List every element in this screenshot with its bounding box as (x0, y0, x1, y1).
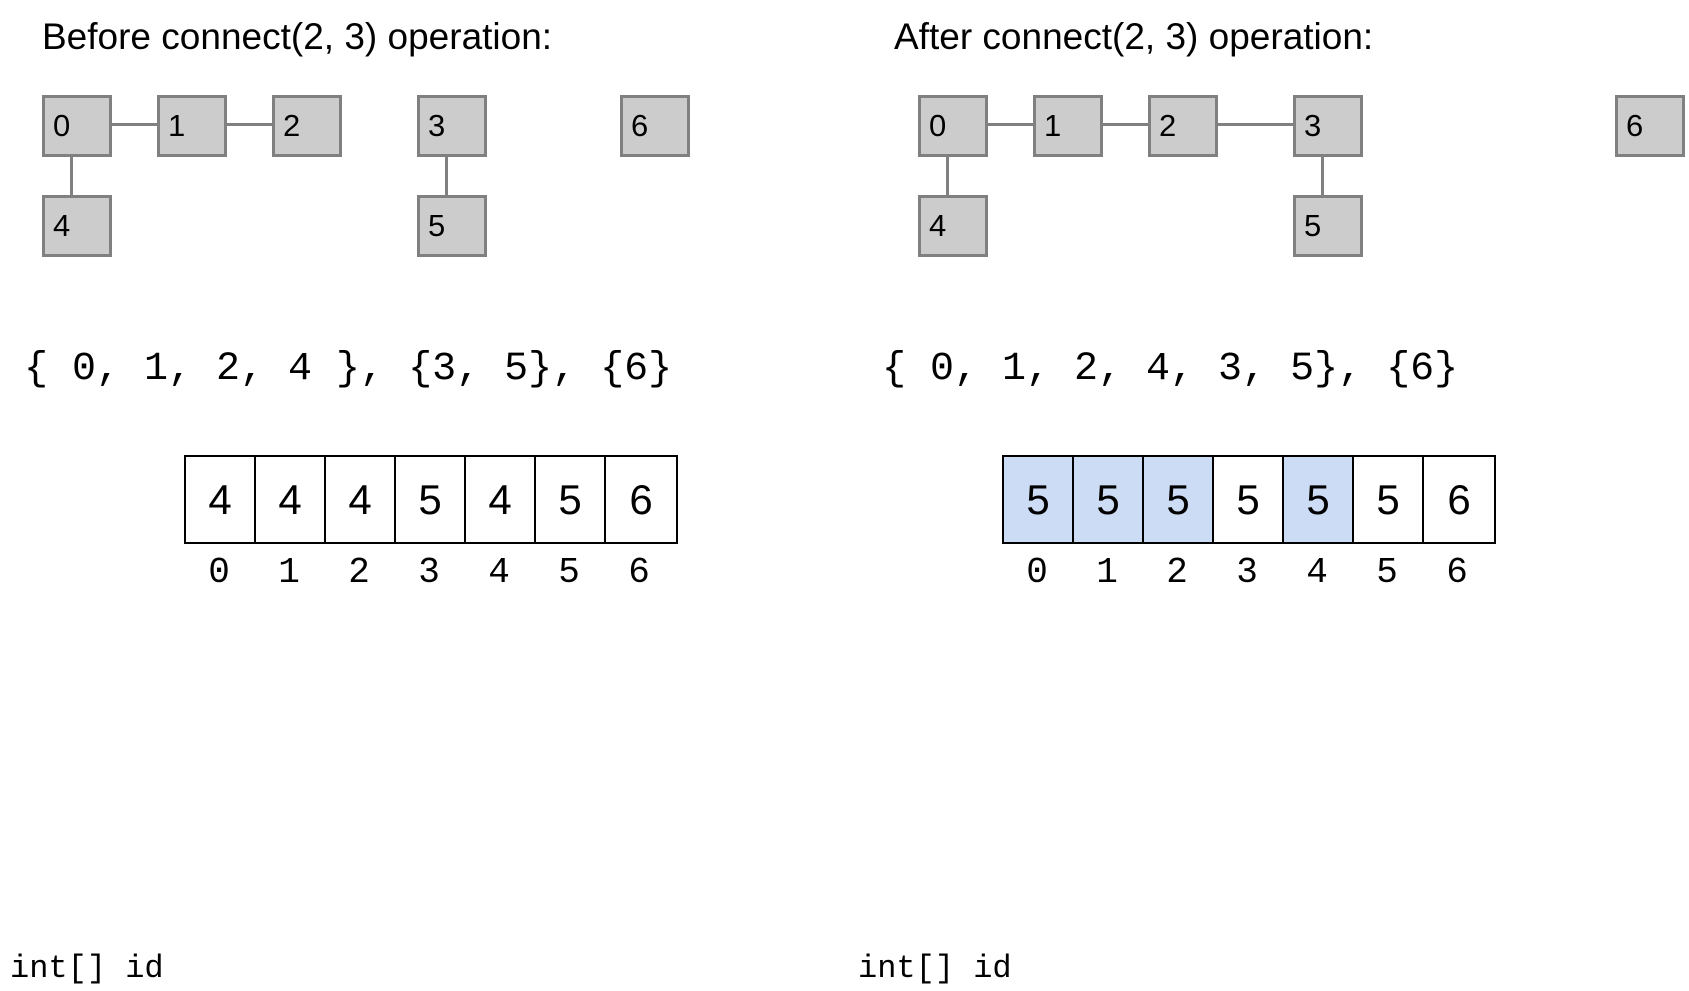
array-index-6: 6 (1446, 552, 1468, 593)
graph-node-6: 6 (620, 95, 690, 157)
array-index-0: 0 (208, 552, 230, 593)
array-index-1: 1 (1096, 552, 1118, 593)
array-cell-4: 5 (1284, 457, 1354, 542)
set-notation-after: { 0, 1, 2, 4, 3, 5}, {6} (882, 347, 1459, 392)
array-cell-2: 5 (1144, 457, 1214, 542)
graph-node-6: 6 (1615, 95, 1685, 157)
array-index-0: 0 (1026, 552, 1048, 593)
graph-node-1: 1 (157, 95, 227, 157)
array-index-5: 5 (1376, 552, 1398, 593)
graph-edge-0-4 (70, 157, 73, 195)
array-cell-3: 5 (1214, 457, 1284, 542)
graph-edge-1-2 (219, 123, 272, 126)
array-cell-2: 4 (326, 457, 396, 542)
array-index-1: 1 (278, 552, 300, 593)
graph-node-4: 4 (918, 195, 988, 257)
array-index-3: 3 (1236, 552, 1258, 593)
array-index-4: 4 (1306, 552, 1328, 593)
array-cell-6: 6 (606, 457, 676, 542)
array-index-2: 2 (348, 552, 370, 593)
array-index-5: 5 (558, 552, 580, 593)
array-index-3: 3 (418, 552, 440, 593)
set-notation-before: { 0, 1, 2, 4 }, {3, 5}, {6} (24, 347, 673, 392)
graph-node-3: 3 (1293, 95, 1363, 157)
array-cell-6: 6 (1424, 457, 1494, 542)
panel-title-before: Before connect(2, 3) operation: (42, 16, 553, 57)
graph-node-5: 5 (417, 195, 487, 257)
array-label-after: int[] id (858, 950, 1012, 987)
array-index-row-before: 0 1 2 3 4 5 6 (184, 547, 674, 599)
graph-edge-2-3 (1210, 123, 1293, 126)
graph-node-4: 4 (42, 195, 112, 257)
array-index-4: 4 (488, 552, 510, 593)
graph-node-1: 1 (1033, 95, 1103, 157)
array-cell-1: 5 (1074, 457, 1144, 542)
graph-node-5: 5 (1293, 195, 1363, 257)
graph-edge-0-4 (946, 157, 949, 195)
array-cell-0: 5 (1004, 457, 1074, 542)
graph-node-2: 2 (1148, 95, 1218, 157)
array-cell-5: 5 (1354, 457, 1424, 542)
array-index-row-after: 0 1 2 3 4 5 6 (1002, 547, 1492, 599)
graph-edge-3-5 (1321, 157, 1324, 195)
array-cell-1: 4 (256, 457, 326, 542)
graph-node-0: 0 (918, 95, 988, 157)
array-label-before: int[] id (10, 950, 164, 987)
array-index-2: 2 (1166, 552, 1188, 593)
graph-edge-0-1 (104, 123, 157, 126)
graph-node-3: 3 (417, 95, 487, 157)
graph-edge-0-1 (980, 123, 1033, 126)
array-cell-0: 4 (186, 457, 256, 542)
panel-title-after: After connect(2, 3) operation: (894, 16, 1374, 57)
array-cell-4: 4 (466, 457, 536, 542)
graph-edge-3-5 (445, 157, 448, 195)
array-cell-5: 5 (536, 457, 606, 542)
graph-node-0: 0 (42, 95, 112, 157)
graph-edge-1-2 (1095, 123, 1148, 126)
array-index-6: 6 (628, 552, 650, 593)
graph-node-2: 2 (272, 95, 342, 157)
array-cell-3: 5 (396, 457, 466, 542)
